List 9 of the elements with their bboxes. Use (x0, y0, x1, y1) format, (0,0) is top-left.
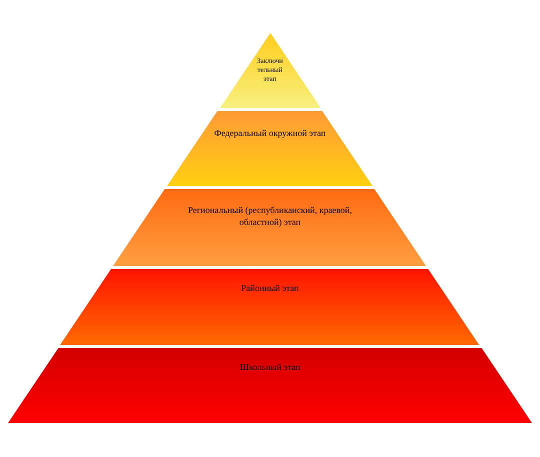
pyramid-tier (220, 33, 320, 108)
tier-label: Федеральный окружной этап (213, 127, 327, 139)
tier-label: Районный этап (240, 282, 300, 294)
pyramid-tier (113, 189, 427, 266)
pyramid-tier (60, 269, 480, 345)
pyramid-tier (8, 348, 532, 423)
tier-label: Региональный (республиканский, краевой, областной) этап (186, 204, 353, 228)
tier-label: Школьный этап (238, 361, 302, 373)
pyramid-tier (167, 111, 373, 186)
